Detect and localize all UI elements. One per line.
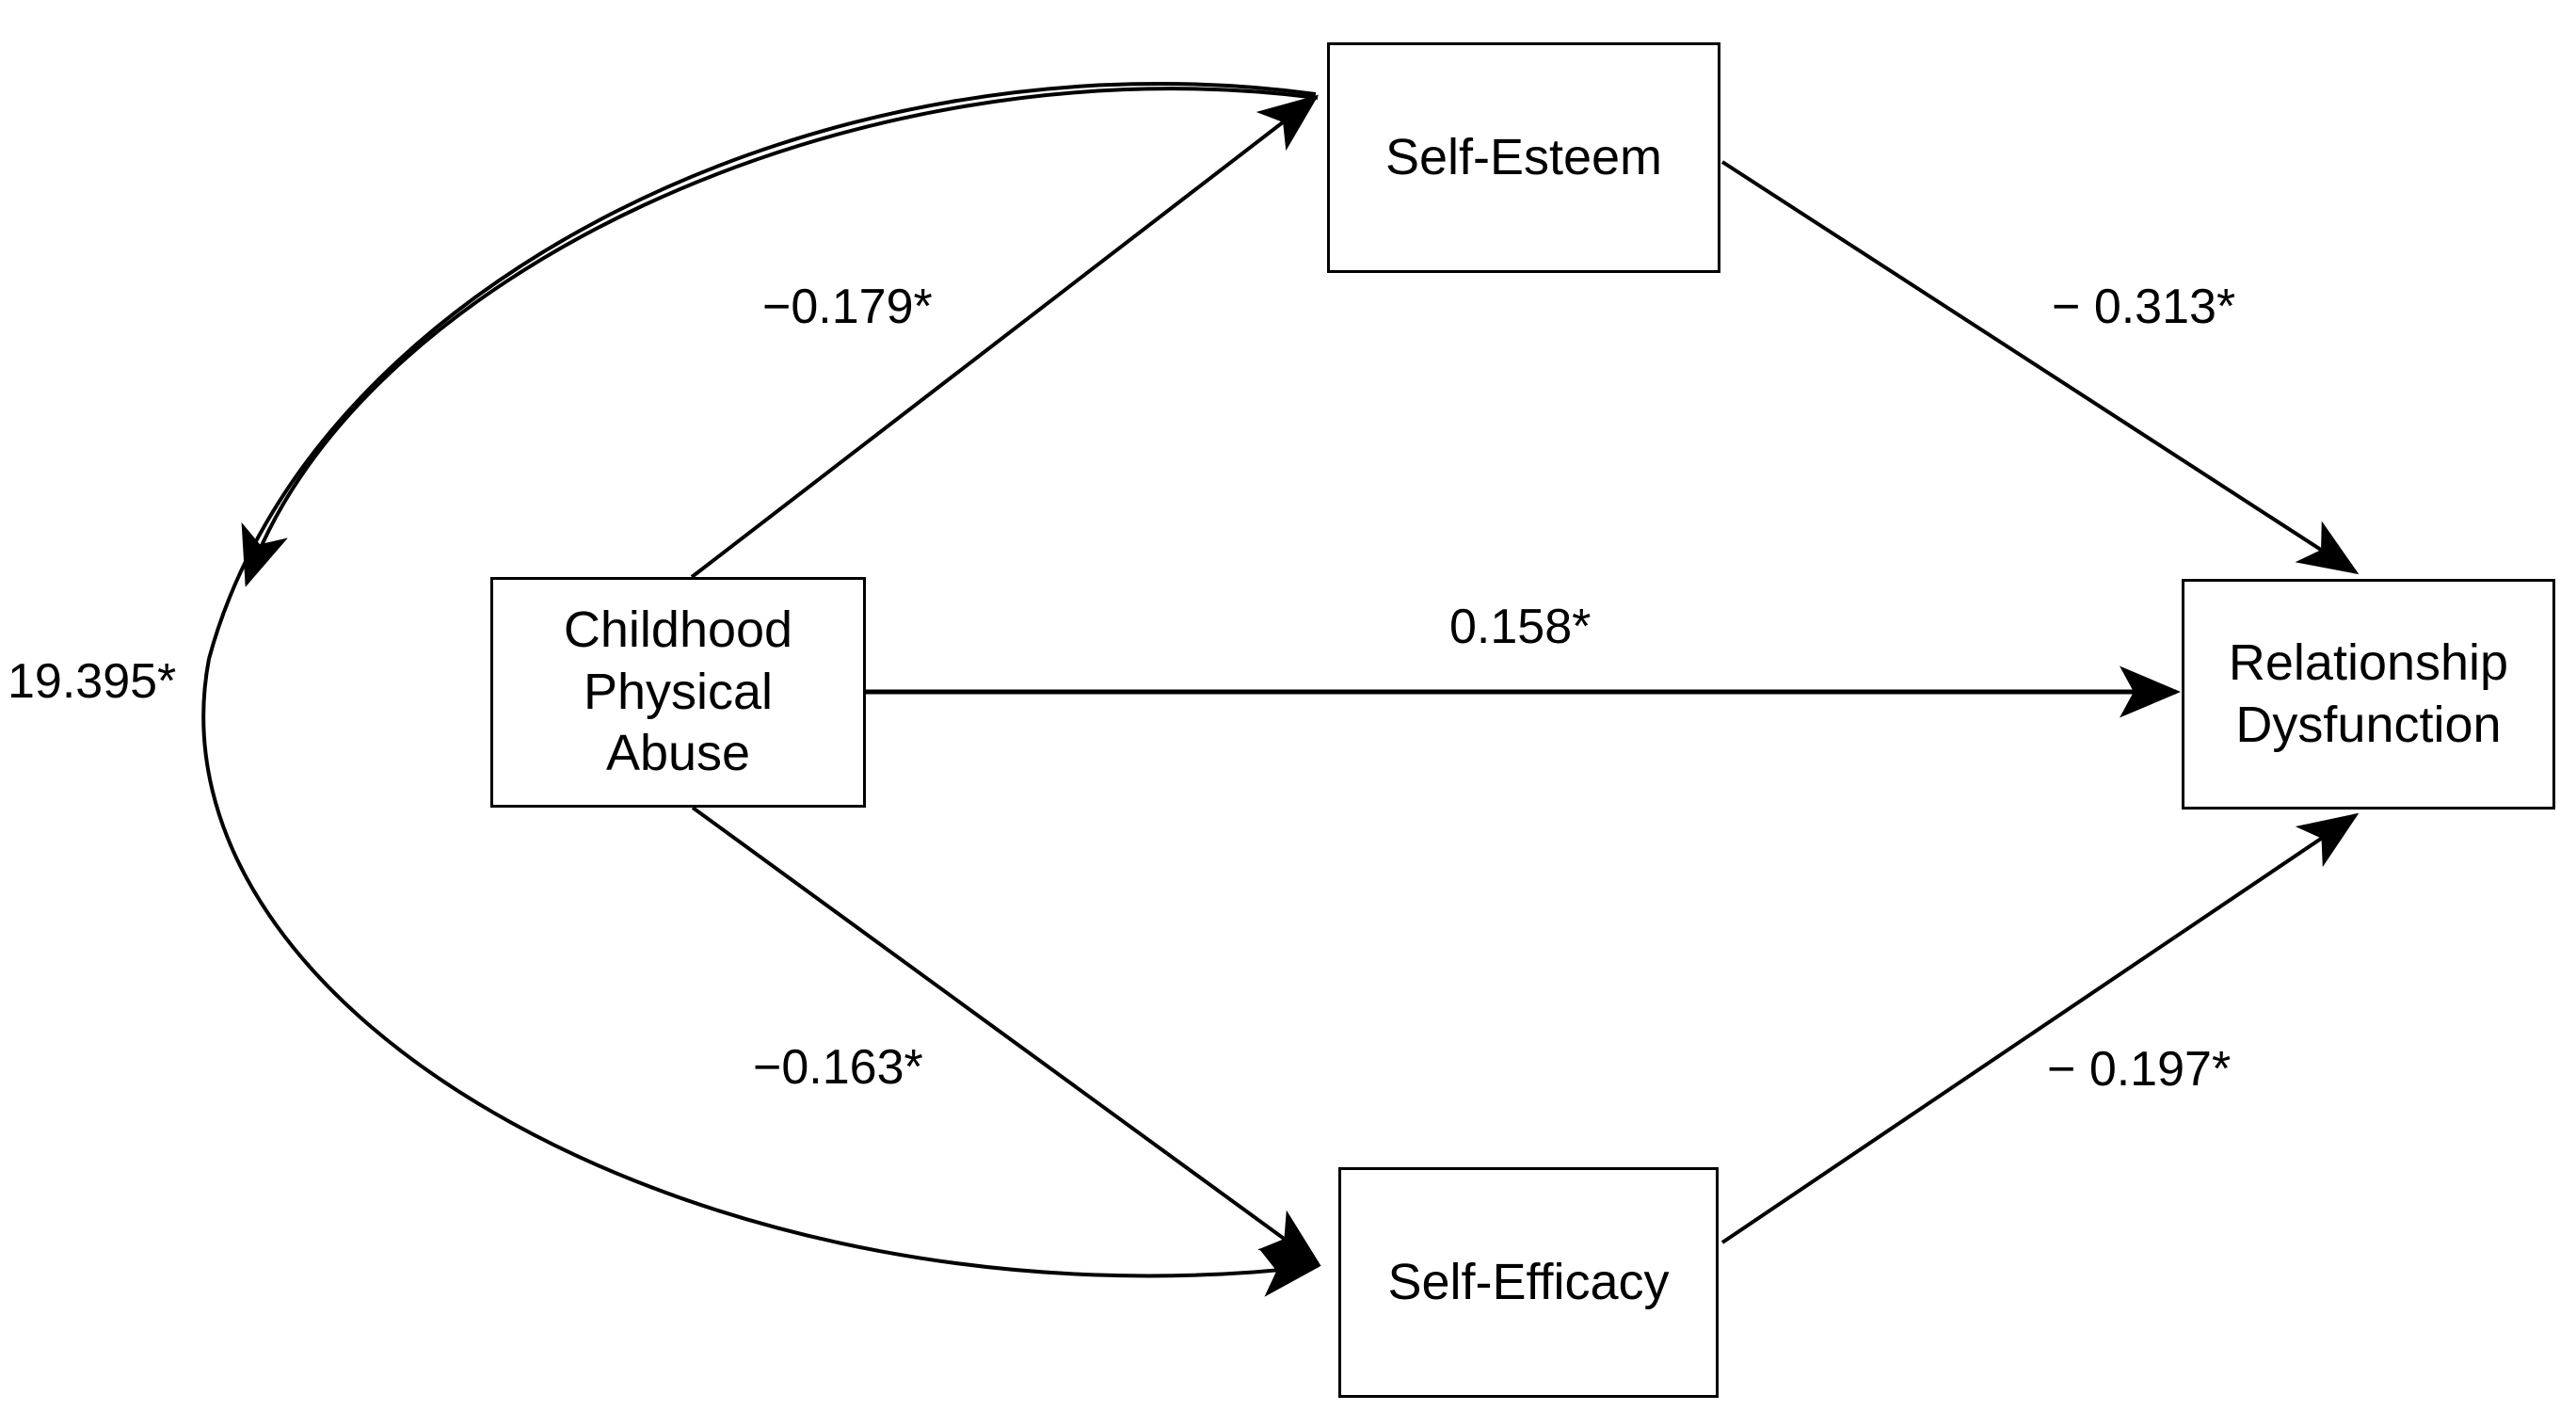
edge-label-cpa-to-self-efficacy: −0.163* (753, 1040, 923, 1095)
edge-self-esteem-to-relationship-dysfunction (1720, 160, 2360, 575)
edge-self-esteem-self-efficacy-covariance-curve (241, 87, 1319, 587)
node-self-efficacy[interactable]: Self-Efficacy (1338, 1167, 1719, 1398)
edge-cpa-to-self-esteem (690, 94, 1320, 579)
node-childhood-physical-abuse[interactable]: Childhood Physical Abuse (490, 577, 866, 808)
edge-cpa-to-self-efficacy (691, 806, 1321, 1266)
node-relationship-dysfunction[interactable]: Relationship Dysfunction (2182, 579, 2555, 810)
edge-covariance-upper (207, 81, 1317, 660)
node-childhood-physical-abuse-label: Childhood Physical Abuse (563, 601, 793, 782)
node-self-efficacy-label: Self-Efficacy (1387, 1253, 1670, 1310)
edge-label-self-esteem-to-relationship-dysfunction: − 0.313* (2052, 280, 2236, 334)
edge-label-self-efficacy-to-relationship-dysfunction: − 0.197* (2047, 1042, 2232, 1097)
node-self-esteem[interactable]: Self-Esteem (1327, 42, 1720, 273)
edge-self-efficacy-to-relationship-dysfunction (1720, 812, 2360, 1244)
edge-label-covariance: 19.395* (8, 654, 177, 709)
node-self-esteem-label: Self-Esteem (1384, 128, 1663, 185)
node-relationship-dysfunction-label: Relationship Dysfunction (2228, 633, 2509, 753)
edge-label-cpa-to-self-esteem: −0.179* (762, 280, 933, 334)
edge-covariance-lower (201, 658, 1321, 1297)
edge-label-cpa-to-relationship-dysfunction: 0.158* (1449, 600, 1592, 654)
